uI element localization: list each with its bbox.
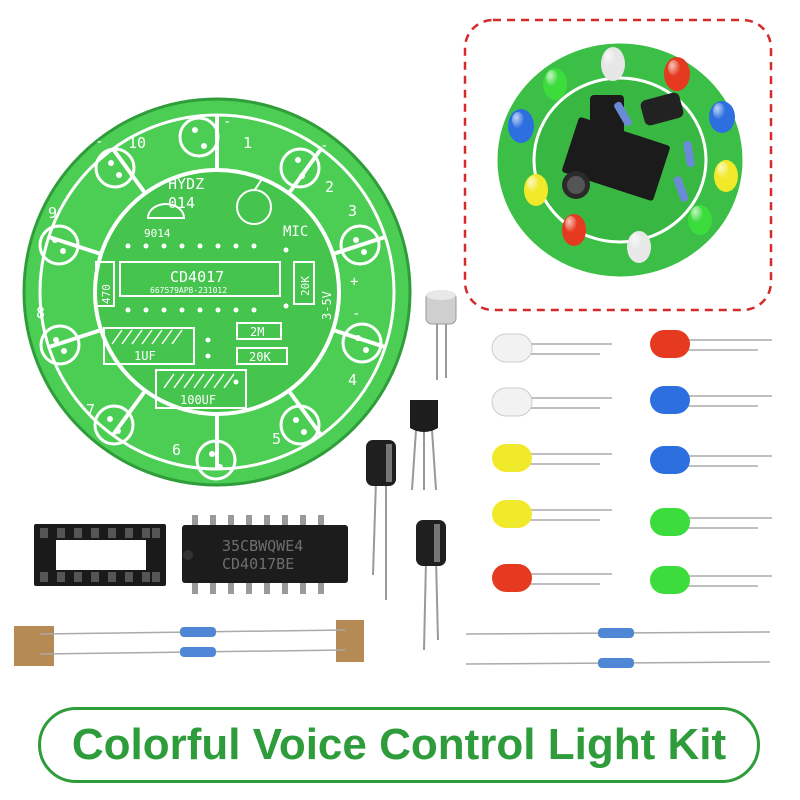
- mic-label: MIC: [283, 224, 308, 240]
- led-number-9: 9: [48, 204, 57, 222]
- plus-mark: +: [350, 274, 358, 290]
- resistors-taped: [14, 620, 364, 666]
- minus-mark: -: [352, 306, 360, 322]
- transistor-outline: [146, 203, 186, 219]
- transistor-label: 9014: [144, 227, 171, 240]
- ic-label: CD4017: [170, 268, 224, 286]
- title-banner: Colorful Voice Control Light Kit: [38, 707, 760, 783]
- resistors-loose: [465, 628, 771, 668]
- chip-marking-line1: 35CBWQWE4: [222, 537, 303, 555]
- pcb-board: 1 2 3 4 5 6 7 8 9 10 - - - + - HYDZ 014 …: [22, 97, 412, 487]
- assembled-board-inset: [463, 18, 773, 312]
- led-number-5: 5: [272, 430, 281, 448]
- brand-label: HYDZ: [168, 175, 204, 193]
- ic-socket: [34, 524, 166, 586]
- led-numbers: 1 2 3 4 5 6 7 8 9 10: [36, 134, 357, 459]
- cap-1uf-outline: [103, 327, 195, 365]
- led-pads: [38, 116, 383, 481]
- cap-1uf-label: 1UF: [134, 349, 156, 363]
- resistor-20k-outline: [236, 347, 288, 365]
- cap-100uf-label: 100UF: [180, 393, 216, 407]
- led-number-6: 6: [172, 441, 181, 459]
- led-number-1: 1: [243, 134, 252, 152]
- capacitor-small: [366, 440, 396, 600]
- resistor-2m-outline: [236, 322, 282, 340]
- loose-leds-right: [650, 330, 772, 594]
- led-number-8: 8: [36, 304, 45, 322]
- resistor-20k-side-outline: [293, 261, 315, 305]
- capacitor-large: [416, 520, 446, 651]
- microphone: [425, 290, 457, 380]
- loose-leds-left: [491, 333, 612, 592]
- cap-100uf-outline: [155, 369, 247, 409]
- transistor: [410, 400, 438, 491]
- resistor-20k-side-label: 20K: [299, 276, 312, 296]
- voltage-label: 3-5V: [320, 291, 334, 320]
- resistor-2m-label: 2M: [250, 325, 264, 339]
- resistor-470-outline: [95, 261, 115, 307]
- ic-code: 667579AP8-231012: [150, 286, 227, 295]
- ic-pin-holes: [125, 243, 289, 385]
- minus-mark: -: [95, 134, 103, 150]
- chip-marking-line2: CD4017BE: [222, 555, 294, 573]
- minus-mark: -: [223, 114, 231, 130]
- led-number-3: 3: [348, 202, 357, 220]
- minus-mark: -: [320, 138, 328, 154]
- resistor-20k-label: 20K: [249, 350, 271, 364]
- led-number-2: 2: [325, 178, 334, 196]
- cd4017-chip: 35CBWQWE4 CD4017BE: [182, 515, 348, 594]
- banner-title: Colorful Voice Control Light Kit: [71, 720, 727, 769]
- led-number-10: 10: [128, 134, 146, 152]
- model-label: 014: [168, 194, 195, 212]
- ic-outline: [119, 261, 281, 297]
- led-number-4: 4: [348, 371, 357, 389]
- resistor-470-label: 470: [100, 284, 113, 304]
- led-number-7: 7: [86, 401, 95, 419]
